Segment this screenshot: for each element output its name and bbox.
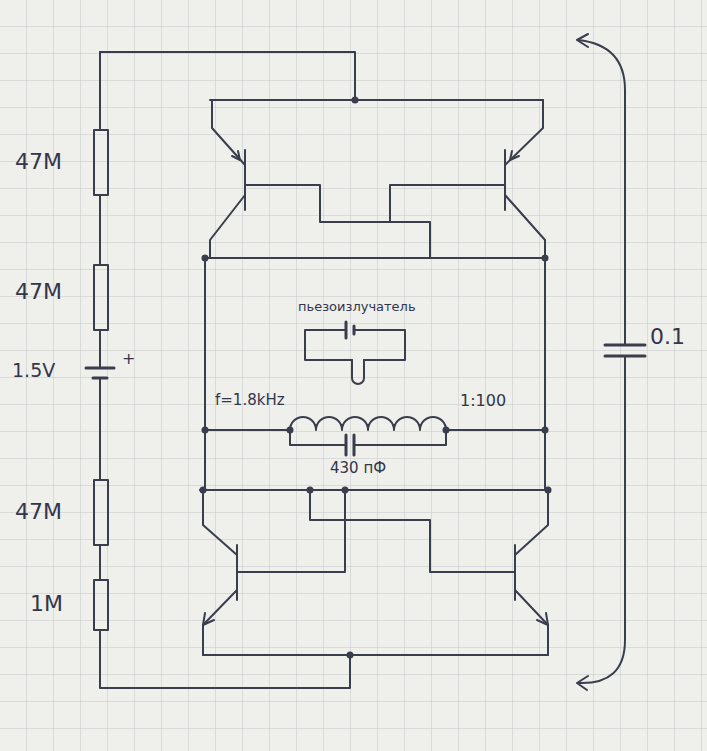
resistor-symbol — [94, 130, 108, 195]
battery-symbol — [86, 368, 114, 378]
resistor-value: 47M — [15, 500, 62, 524]
capacitor-lead — [578, 40, 625, 683]
rail-wire — [205, 258, 545, 490]
frequency-note: f=1.8kHz — [215, 392, 285, 409]
emitter-arrow — [510, 151, 519, 160]
capacitor-plates — [346, 435, 354, 455]
resistor-symbol — [94, 265, 108, 330]
turns-ratio: 1:100 — [460, 392, 506, 410]
polarity-mark: + — [122, 350, 135, 368]
resistor-value: 1M — [30, 592, 63, 616]
piezo-symbol — [346, 322, 354, 338]
component-note: пьезоизлучатель — [298, 300, 416, 314]
battery-voltage: 1.5V — [12, 360, 55, 381]
capacitor-value: 430 пФ — [330, 460, 386, 477]
resistor-symbol — [94, 480, 108, 545]
transistor-symbol — [515, 490, 548, 655]
transistor-symbol — [210, 100, 245, 258]
junction-dots — [200, 97, 552, 659]
capacitor-plates — [605, 345, 645, 356]
supply-wire — [100, 52, 543, 100]
base-wire — [237, 490, 515, 572]
transformer-winding — [352, 360, 364, 384]
emitter-arrow — [203, 613, 214, 625]
supply-wire — [100, 52, 350, 688]
rail-wire — [203, 654, 548, 656]
transistor-symbol — [505, 100, 545, 258]
resistor-value: 47M — [15, 150, 62, 174]
resistor-symbol — [94, 580, 108, 630]
base-wire — [245, 185, 505, 258]
coil-symbol — [205, 417, 545, 430]
emitter-arrow — [537, 613, 548, 625]
arrow-head — [577, 34, 588, 690]
rail-wire — [200, 489, 548, 491]
capacitor-symbol — [290, 430, 446, 445]
transistor-symbol — [203, 490, 237, 655]
emitter-arrow — [232, 151, 240, 160]
capacitor-value: 0.1 — [650, 325, 685, 349]
resistor-value: 47M — [15, 280, 62, 304]
